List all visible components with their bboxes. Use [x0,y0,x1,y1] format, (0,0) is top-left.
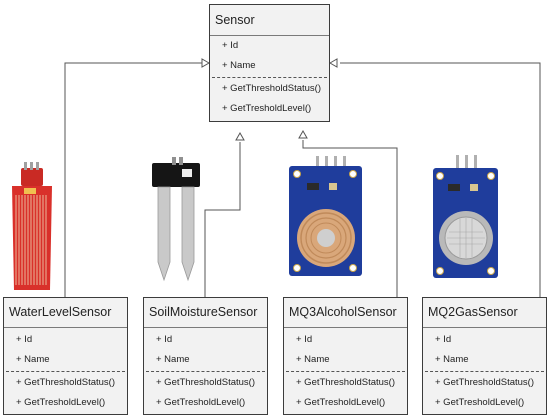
class-box-sensor: Sensor + Id + Name + GetThresholdStatus(… [209,4,330,122]
attribute-name: + Name [296,354,330,365]
class-box-soil-moisture-sensor: SoilMoistureSensor + Id + Name + GetThre… [143,297,268,415]
mq2-sensor-image [433,155,498,278]
method-get-treshold-level: + GetTresholdLevel() [16,397,106,408]
class-name-sensor: Sensor [210,5,329,36]
arrowhead-soil [235,131,245,141]
connector-soil-moisture [204,142,241,297]
water-level-sensor-image [12,162,52,290]
method-get-treshold-level: + GetTresholdLevel() [156,397,246,408]
attribute-id: + Id [435,334,452,345]
method-get-threshold-status: + GetThresholdStatus() [435,377,535,388]
attribute-name: + Name [16,354,50,365]
attribute-method-divider [286,371,405,372]
attribute-id: + Id [222,40,239,51]
inheritance-connectors [64,62,541,297]
class-box-mq2-gas-sensor: MQ2GasSensor + Id + Name + GetThresholdS… [422,297,547,415]
method-get-treshold-level: + GetTresholdLevel() [222,103,312,114]
connector-water-level [64,62,203,297]
attribute-id: + Id [156,334,173,345]
method-get-threshold-status: + GetThresholdStatus() [16,377,116,388]
class-name-soil-moisture-sensor: SoilMoistureSensor [144,298,267,328]
attribute-id: + Id [296,334,313,345]
class-name-mq2-gas-sensor: MQ2GasSensor [423,298,546,328]
arrowhead-mq3 [298,129,308,139]
attribute-method-divider [6,371,125,372]
attribute-method-divider [146,371,265,372]
class-name-mq3-alcohol-sensor: MQ3AlcoholSensor [284,298,407,328]
arrowhead-left [201,58,211,68]
generalization-arrowheads [201,58,338,141]
connector-mq3-alcohol [302,140,398,297]
attribute-name: + Name [435,354,469,365]
method-get-threshold-status: + GetThresholdStatus() [296,377,396,388]
class-box-mq3-alcohol-sensor: MQ3AlcoholSensor + Id + Name + GetThresh… [283,297,408,415]
method-get-threshold-status: + GetThresholdStatus() [222,83,322,94]
soil-moisture-sensor-image [152,157,200,282]
class-name-water-level-sensor: WaterLevelSensor [4,298,127,328]
arrowhead-right [328,58,338,68]
method-get-treshold-level: + GetTresholdLevel() [435,397,525,408]
method-get-treshold-level: + GetTresholdLevel() [296,397,386,408]
attribute-method-divider [425,371,544,372]
class-box-water-level-sensor: WaterLevelSensor + Id + Name + GetThresh… [3,297,128,415]
attribute-name: + Name [222,60,256,71]
attribute-name: + Name [156,354,190,365]
connector-mq2-gas [340,62,541,297]
attribute-method-divider [212,77,327,78]
attribute-id: + Id [16,334,33,345]
method-get-threshold-status: + GetThresholdStatus() [156,377,256,388]
mq3-sensor-image [289,156,362,276]
